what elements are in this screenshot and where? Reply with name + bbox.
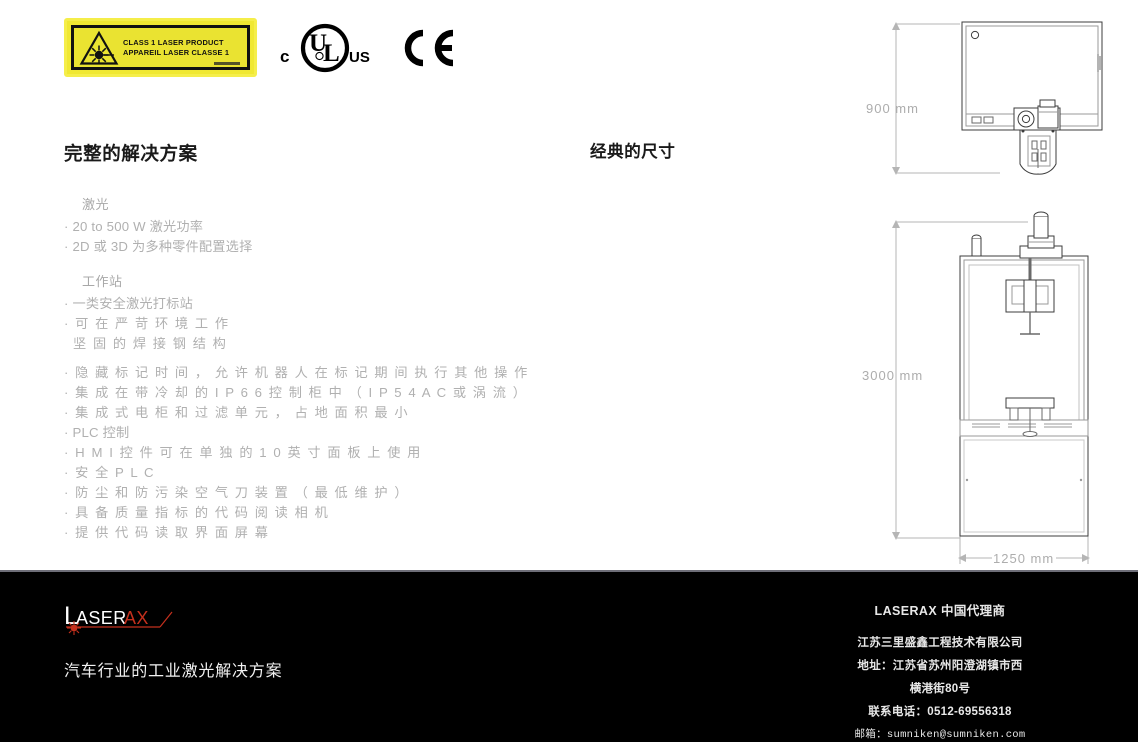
spec-item: · 2D 或 3D 为多种零件配置选择 bbox=[64, 239, 253, 254]
laserax-logo-icon: L ASER AX bbox=[64, 602, 173, 635]
feature-item: · 具 备 质 量 指 标 的 代 码 阅 读 相 机 bbox=[64, 505, 330, 520]
feature-item: · H M I 控 件 可 在 单 独 的 1 0 英 寸 面 板 上 使 用 bbox=[64, 445, 422, 460]
subhead-workstation: 工作站 bbox=[82, 274, 123, 289]
feature-item: · 隐 藏 标 记 时 间 ， 允 许 机 器 人 在 标 记 期 间 执 行 … bbox=[64, 365, 529, 380]
laser-label-text: CLASS 1 LASER PRODUCT APPAREIL LASER CLA… bbox=[123, 37, 230, 57]
contact-title: LASERAX 中国代理商 bbox=[874, 604, 1006, 618]
email-address: 邮箱：sumniken@sumniken.com bbox=[854, 729, 1026, 741]
feature-item: · 提 供 代 码 读 取 界 面 屏 幕 bbox=[64, 525, 270, 540]
class-1-laser-product-label: CLASS 1 LASER PRODUCT APPAREIL LASER CLA… bbox=[64, 18, 257, 77]
ce-certification-icon bbox=[404, 29, 454, 66]
solution-section: 完整的解决方案 激光 · 20 to 500 W 激光功率 · 2D 或 3D … bbox=[64, 140, 544, 543]
laserax-logo[interactable]: L ASER AX bbox=[64, 600, 182, 642]
spec-item: · 一类安全激光打标站 bbox=[64, 296, 193, 311]
footer-tagline: 汽车行业的工业激光解决方案 bbox=[64, 663, 283, 680]
subhead-laser: 激光 bbox=[82, 197, 110, 212]
ul-certification-icon: c U L US bbox=[280, 23, 370, 72]
front-view-drawing: 3000 mm 1250 mm bbox=[862, 211, 1090, 566]
address-line-2: 横港街80号 bbox=[909, 683, 971, 695]
certification-marks: CLASS 1 LASER PRODUCT APPAREIL LASER CLA… bbox=[64, 18, 457, 77]
svg-text:L: L bbox=[64, 602, 78, 630]
svg-text:U: U bbox=[309, 30, 327, 57]
spec-item: · 可 在 严 苛 环 境 工 作 bbox=[64, 316, 230, 331]
feature-item: · 集 成 在 带 冷 却 的 I P 6 6 控 制 柜 中 （ I P 5 … bbox=[64, 385, 528, 400]
feature-item: · 防 尘 和 防 污 染 空 气 刀 装 置 （ 最 低 维 护 ） bbox=[64, 485, 410, 500]
phone-number: 联系电话：0512-69556318 bbox=[868, 706, 1012, 718]
feature-item: · 集 成 式 电 柜 和 过 滤 单 元 ， 占 地 面 积 最 小 bbox=[64, 405, 410, 420]
spec-item: · 20 to 500 W 激光功率 bbox=[64, 219, 204, 234]
dimensions-title: 经典的尺寸 bbox=[590, 143, 676, 161]
front-view-height-label: 3000 mm bbox=[862, 368, 923, 383]
address-line-1: 地址：江苏省苏州阳澄湖镇市西 bbox=[857, 660, 1023, 672]
svg-text:ASER: ASER bbox=[76, 608, 127, 628]
top-view-drawing: 900 mm bbox=[866, 21, 1103, 175]
laser-radiation-triangle-icon bbox=[79, 30, 119, 65]
svg-text:L: L bbox=[323, 40, 340, 67]
technical-drawings: 900 mm bbox=[860, 16, 1110, 573]
svg-text:AX: AX bbox=[124, 608, 149, 628]
page-title: 完整的解决方案 bbox=[64, 143, 198, 164]
footer: L ASER AX bbox=[0, 570, 1138, 742]
svg-text:US: US bbox=[349, 49, 370, 66]
label-fineprint bbox=[214, 62, 240, 65]
svg-text:c: c bbox=[280, 47, 289, 66]
feature-item: · PLC 控制 bbox=[64, 425, 130, 440]
feature-item: · 安 全 P L C bbox=[64, 465, 156, 480]
top-view-dimension-label: 900 mm bbox=[866, 101, 919, 116]
contact-block: LASERAX 中国代理商 江苏三里盛鑫工程技术有限公司 地址：江苏省苏州阳澄湖… bbox=[790, 600, 1090, 742]
spec-item-plain: 坚 固 的 焊 接 钢 结 构 bbox=[73, 336, 228, 351]
front-view-width-label: 1250 mm bbox=[993, 551, 1054, 566]
company-name: 江苏三里盛鑫工程技术有限公司 bbox=[857, 637, 1023, 649]
